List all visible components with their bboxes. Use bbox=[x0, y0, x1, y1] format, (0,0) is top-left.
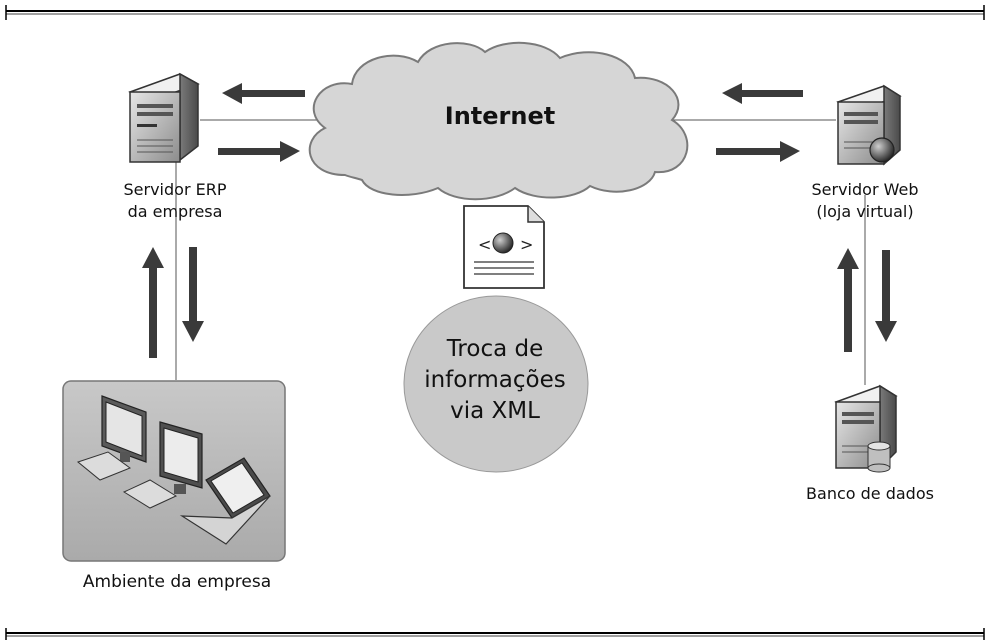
xml-exchange-ellipse bbox=[403, 295, 589, 473]
web-server-label-line1: Servidor Web bbox=[811, 180, 919, 199]
company-environment-box bbox=[62, 380, 286, 562]
server-icon bbox=[128, 72, 200, 163]
web-server-icon bbox=[836, 84, 902, 166]
arrows-web-db bbox=[837, 248, 897, 352]
arrows-erp-env bbox=[142, 247, 204, 358]
database-server-icon bbox=[834, 384, 898, 473]
cloud-icon bbox=[308, 41, 689, 201]
xml-exchange-line3: via XML bbox=[450, 398, 540, 424]
erp-server-label-line1: Servidor ERP bbox=[123, 180, 227, 199]
database-label: Banco de dados bbox=[806, 484, 934, 503]
bottom-border bbox=[5, 628, 985, 640]
arrows-web-internet bbox=[716, 83, 803, 162]
globe-icon bbox=[869, 137, 895, 163]
svg-text:>: > bbox=[520, 235, 533, 254]
xml-exchange-label: Troca de informações via XML bbox=[400, 334, 590, 427]
xml-exchange-line2: informações bbox=[424, 367, 566, 393]
xml-document-icon: < > bbox=[463, 205, 545, 289]
xml-exchange-line1: Troca de bbox=[446, 336, 544, 362]
arrows-erp-internet bbox=[218, 83, 305, 162]
company-environment-label: Ambiente da empresa bbox=[82, 572, 272, 592]
svg-text:<: < bbox=[478, 235, 491, 254]
erp-server-label: Servidor ERP da empresa bbox=[95, 179, 255, 223]
web-server-label: Servidor Web (loja virtual) bbox=[790, 179, 940, 223]
database-cylinder-icon bbox=[867, 441, 891, 473]
erp-server-label-line2: da empresa bbox=[127, 202, 223, 221]
internet-label: Internet bbox=[444, 102, 556, 130]
computers-icon bbox=[76, 395, 271, 545]
top-border bbox=[5, 5, 985, 20]
web-server-label-line2: (loja virtual) bbox=[816, 202, 914, 221]
connection-lines bbox=[175, 119, 866, 385]
